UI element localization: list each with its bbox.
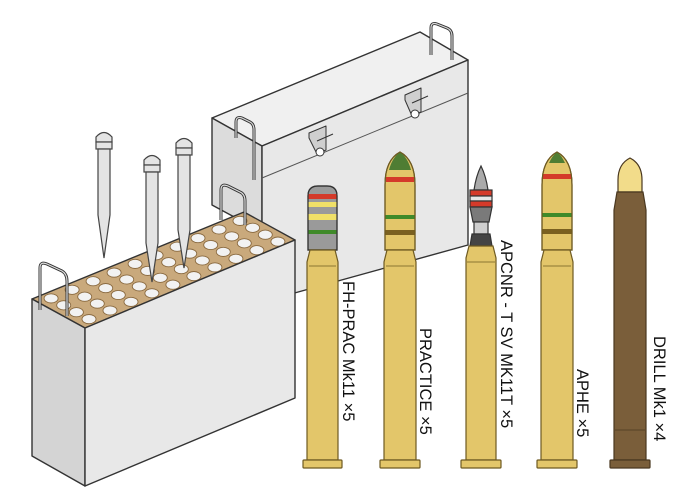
socket-hole: [190, 233, 206, 244]
loose-cartridges: [95, 131, 193, 283]
round-name: DRILL Mk1: [650, 336, 668, 418]
open-crate: [31, 183, 296, 487]
socket-hole: [207, 262, 223, 273]
round-fh-prac-mk11: [302, 185, 343, 469]
socket-hole: [98, 283, 114, 294]
round-practice: [379, 151, 421, 469]
label-drill-mk1: DRILL Mk1 ×4: [649, 336, 668, 441]
socket-hole: [257, 229, 273, 240]
hinge-right: [404, 87, 429, 119]
socket-hole: [152, 272, 168, 283]
socket-hole: [194, 255, 210, 266]
socket-hole: [215, 246, 231, 257]
socket-hole: [68, 307, 84, 318]
socket-hole: [106, 267, 122, 278]
label-apcnr: APCNR - T SV MK11T ×5: [496, 240, 515, 428]
label-practice: PRACTICE ×5: [415, 328, 434, 435]
socket-hole: [123, 296, 139, 307]
socket-hole: [186, 271, 202, 282]
socket-holes: [43, 215, 286, 325]
round-aphe: [536, 151, 578, 469]
round-name: FH-PRAC Mk11: [339, 281, 357, 399]
round-qty: ×5: [573, 418, 591, 438]
label-aphe: APHE ×5: [572, 369, 591, 437]
socket-hole: [110, 289, 126, 301]
socket-hole: [144, 288, 160, 299]
open-crate-front: [31, 298, 86, 487]
round-name: PRACTICE: [416, 328, 434, 412]
socket-hole: [236, 238, 252, 249]
socket-hole: [224, 231, 240, 242]
cartridge-floating: [95, 131, 113, 259]
round-qty: ×4: [650, 422, 668, 442]
socket-hole: [165, 279, 181, 290]
label-fh-prac-mk11: FH-PRAC Mk11 ×5: [338, 281, 357, 421]
socket-hole: [119, 274, 135, 285]
socket-hole: [64, 284, 80, 295]
round-qty: ×5: [416, 416, 434, 435]
socket-hole: [270, 236, 286, 247]
round-name: APCNR - T SV MK11T: [497, 240, 515, 405]
socket-hole: [131, 281, 147, 292]
round-apcnr: [460, 164, 502, 469]
socket-hole: [77, 291, 93, 302]
socket-hole: [127, 258, 143, 269]
socket-hole: [173, 264, 189, 275]
round-drill-mk1: [609, 157, 651, 469]
round-qty: ×5: [497, 409, 515, 429]
socket-hole: [161, 257, 177, 268]
socket-hole: [56, 300, 72, 311]
round-qty: ×5: [339, 402, 357, 422]
cartridge-inserted-1: [143, 154, 161, 283]
socket-hole: [203, 239, 219, 251]
socket-hole: [89, 298, 105, 309]
hinge-left: [308, 125, 334, 157]
cartridge-inserted-2: [175, 137, 193, 269]
socket-hole: [43, 293, 59, 304]
round-name: APHE: [573, 369, 591, 414]
socket-hole: [245, 222, 261, 233]
socket-hole: [211, 224, 227, 235]
socket-hole: [102, 305, 118, 316]
socket-hole: [81, 314, 97, 325]
socket-hole: [228, 253, 244, 264]
open-crate-side: [84, 239, 296, 487]
socket-hole: [249, 245, 265, 256]
socket-hole: [85, 276, 101, 287]
